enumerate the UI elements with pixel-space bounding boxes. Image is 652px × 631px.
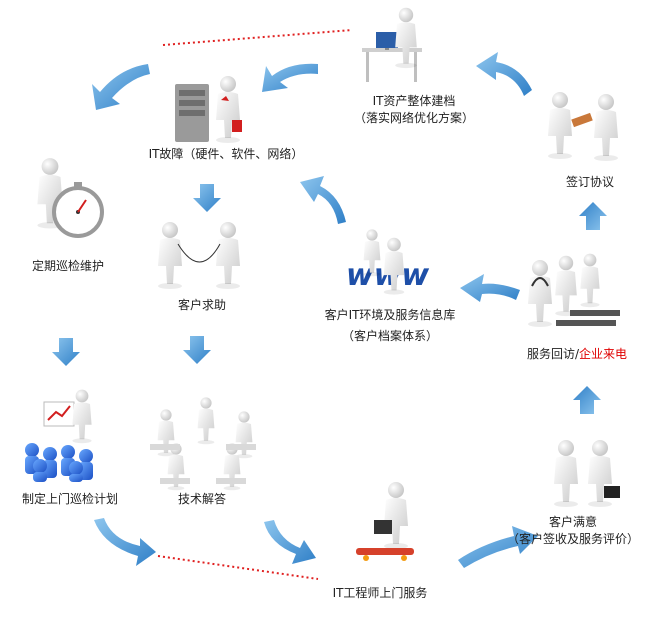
curved-arrow-bottom-right [458,526,538,568]
arrow-left-callback [460,274,520,302]
web-service-illustration: www [346,229,429,295]
stopwatch-illustration [37,158,104,238]
agreement-title: 签订协议 [565,175,614,189]
curved-arrow-center [300,176,346,224]
maintenance-title: 定期巡检维护 [31,259,104,273]
satisfy-label: 客户满意 （客户签收及服务评价） [498,514,648,548]
training-crowd-illustration [25,389,93,482]
curved-arrow-top-right [476,52,532,96]
dotted-connector-bottom [157,555,319,580]
dotted-connector-top [162,29,353,46]
info-db-label: 客户IT环境及服务信息库 （客户档案体系） [312,307,468,345]
workstations-illustration [150,397,256,491]
help-label: 客户求助 [164,297,240,314]
satisfy-subtitle: （客户签收及服务评价） [506,532,639,546]
info-db-title: 客户IT环境及服务信息库 [324,308,456,322]
onsite-label: IT工程师上门服务 [320,585,440,602]
plan-title: 制定上门巡检计划 [21,492,118,506]
onsite-title: IT工程师上门服务 [332,586,428,600]
info-db-subtitle: （客户档案体系） [341,329,438,343]
callback-title-highlight: 企业来电 [579,347,628,361]
arrow-down-help [183,336,211,364]
callback-label: 服务回访/企业来电 [522,346,632,363]
callback-title: 服务回访/ [526,347,580,361]
handshake-illustration [554,440,620,507]
handover-illustration [548,92,618,161]
tech-title: 技术解答 [177,492,226,506]
asset-file-subtitle: （落实网络优化方案） [353,111,474,125]
satisfy-title: 客户满意 [548,515,597,529]
fault-title: IT故障（硬件、软件、网络） [148,147,304,161]
plan-label: 制定上门巡检计划 [10,491,130,508]
arrow-down-fault [193,184,221,212]
server-fault-illustration [175,76,242,143]
phone-call-illustration [158,222,240,289]
curved-arrow-bottom-center [264,520,316,564]
fault-label: IT故障（硬件、软件、网络） [128,146,324,163]
desk-illustration [362,7,422,82]
arrow-up-satisfy [573,386,601,414]
arrow-down-maintenance [52,338,80,366]
tech-label: 技术解答 [164,491,240,508]
asset-file-title: IT资产整体建档 [372,94,456,108]
maintenance-label: 定期巡检维护 [20,258,116,275]
curved-arrow-bottom-left [94,518,156,566]
asset-file-label: IT资产整体建档 （落实网络优化方案） [349,93,479,127]
call-center-illustration [528,253,620,327]
arrow-up-agreement [579,202,607,230]
curved-arrow-top-left [92,64,150,110]
skateboard-engineer-illustration [356,482,414,561]
help-title: 客户求助 [177,298,226,312]
agreement-label: 签订协议 [552,174,628,191]
curved-arrow-top-center [262,63,318,92]
